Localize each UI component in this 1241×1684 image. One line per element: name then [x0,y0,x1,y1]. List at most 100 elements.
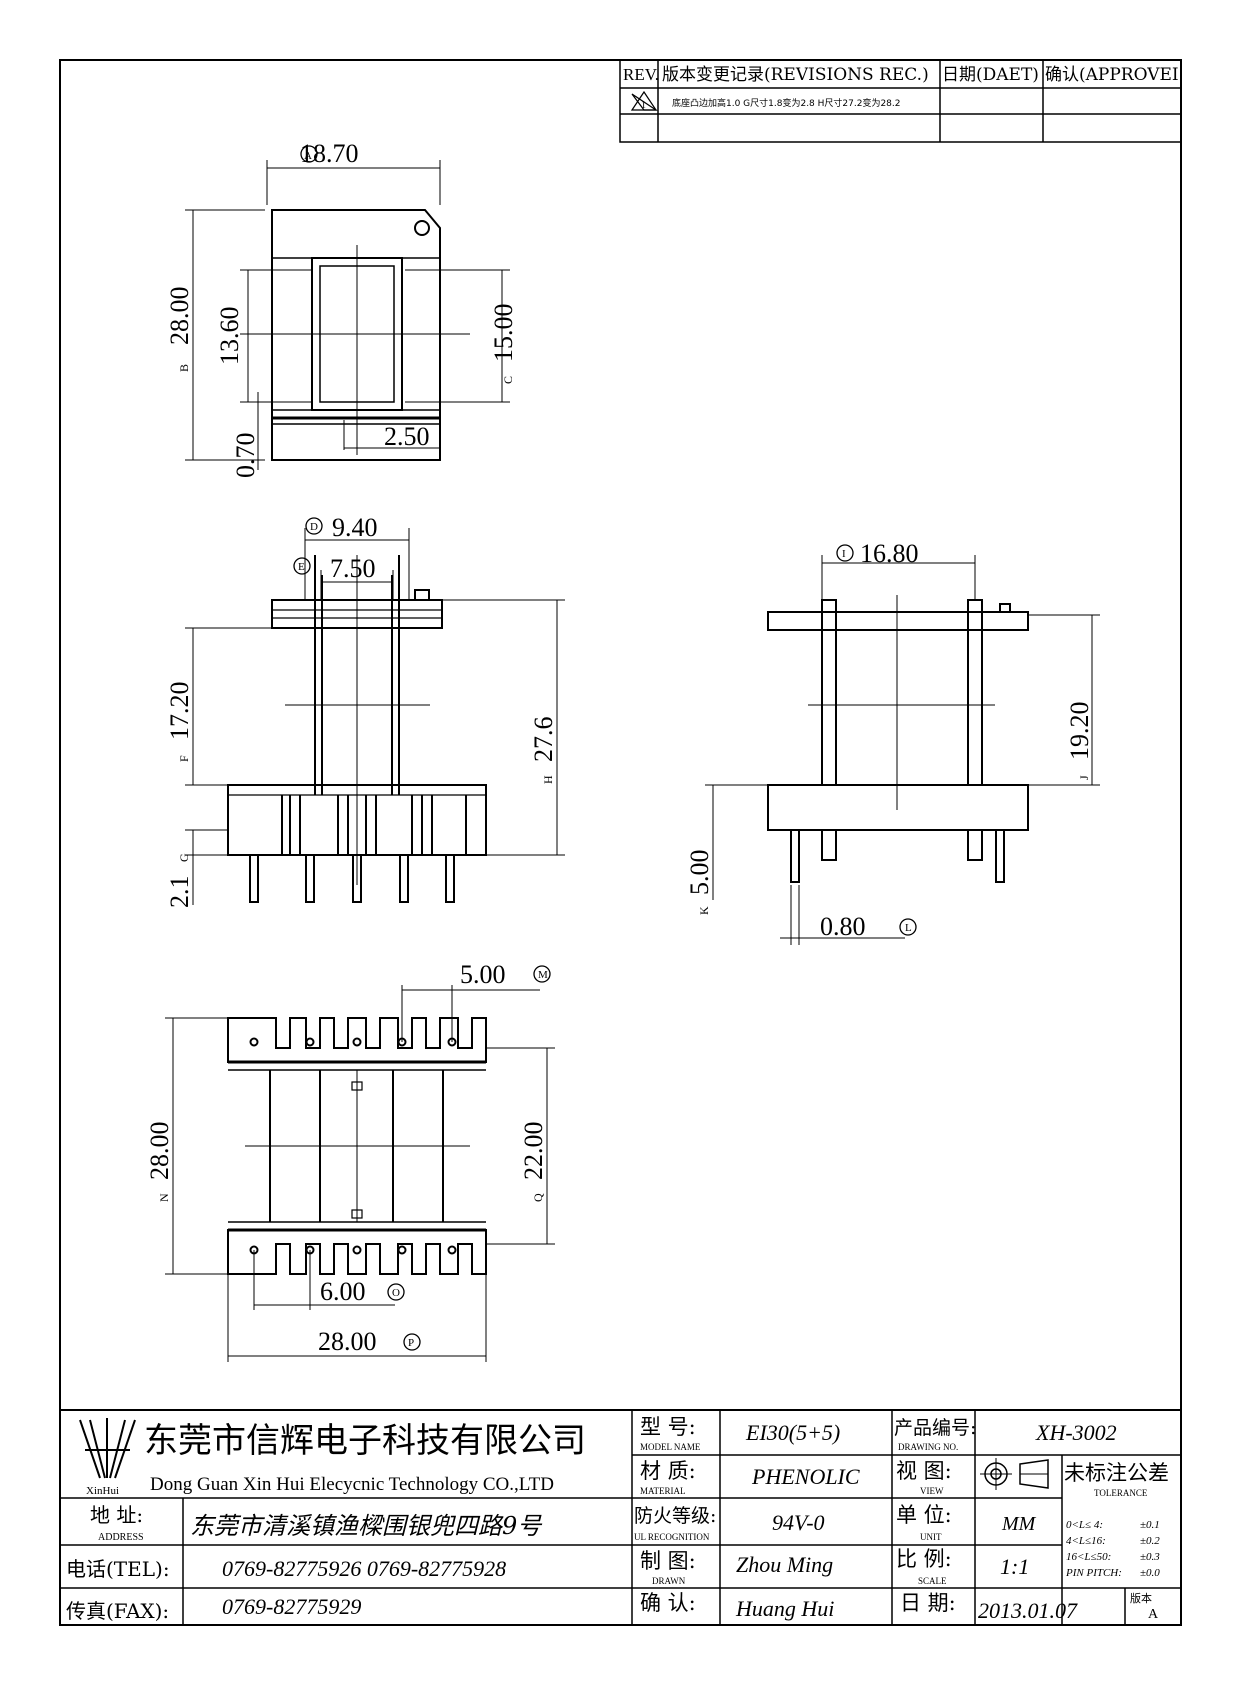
revision-record-header: 版本变更记录(REVISIONS REC.) [662,65,929,85]
tel-label: 电话(TEL): [66,1557,170,1581]
dim-Q-value: 22.00 [519,1122,548,1181]
dim-M-value: 5.00 [460,960,506,989]
dim-B-label: B [177,364,191,372]
title-block-grid [60,1409,1181,1625]
dim-P-value: 28.00 [318,1327,377,1356]
dim-I-label: I [842,548,846,560]
model-label-en: MODEL NAME [640,1442,701,1452]
dim-G-label: G [177,853,191,862]
dim-P-circle-icon [403,1333,421,1351]
dim-M-label: M [538,969,548,981]
dim-O-value: 6.00 [320,1277,366,1306]
dim-D-label: D [310,521,318,533]
drawing-no-label-en: DRAWING NO. [898,1442,958,1452]
dim-O-circle-icon [387,1283,405,1301]
dim-F-value: 17.20 [165,682,194,741]
material-label-en: MATERIAL [640,1486,686,1496]
unit-value: MM [1001,1513,1037,1535]
side-view [705,555,1100,945]
dim-I-value: 16.80 [860,539,919,568]
company-name-cn: 东莞市信辉电子科技有限公司 [144,1421,586,1461]
ul-label-cn: 防火等级: [634,1505,716,1527]
dim-D-circle-icon [305,517,323,535]
check-value: Huang Hui [735,1596,834,1621]
unit-label-en: UNIT [920,1532,942,1542]
tolerance-value-2: ±0.2 [1140,1535,1160,1547]
dim-C-value: 15.00 [489,304,518,363]
tolerance-range-1: 0<L≤ 4: [1066,1519,1103,1531]
tolerance-range-2: 4<L≤16: [1066,1535,1106,1547]
dim-0-70: 0.70 [231,433,260,479]
tolerance-label-en: TOLERANCE [1094,1488,1148,1498]
dim-A-label: A [304,150,312,162]
fax-value: 0769-82775929 [222,1594,361,1619]
dim-H-value: 27.6 [529,717,558,763]
dim-J-label: J [1077,775,1091,780]
address-label-en: ADDRESS [98,1532,144,1543]
tolerance-range-3: 16<L≤50: [1066,1551,1111,1563]
tolerance-value-1: ±0.1 [1140,1519,1160,1531]
version-label: 版本 [1130,1591,1152,1605]
dim-D-value: 9.40 [332,513,378,542]
dim-Q-label: Q [531,1193,545,1202]
revision-description: 底座凸边加高1.0 G尺寸1.8变为2.8 H尺寸27.2变为28.2 [672,97,900,109]
tolerance-range-4: PIN PITCH: [1065,1567,1122,1579]
dim-B-value: 28.00 [165,287,194,346]
dim-F-label: F [177,755,191,762]
revision-number: 1 [641,100,646,111]
dim-2-50: 2.50 [384,422,430,451]
drawn-label-en: DRAWN [652,1576,686,1586]
dim-H-label: H [541,775,555,784]
dim-N-value: 28.00 [145,1122,174,1181]
dim-13-60: 13.60 [215,307,244,366]
bottom-view [165,985,555,1362]
drawn-label-cn: 制 图: [640,1549,696,1573]
dim-E-circle-icon [293,557,311,575]
dim-L-circle-icon [899,918,917,936]
ul-value: 94V-0 [772,1510,825,1535]
tolerance-value-4: ±0.0 [1140,1567,1160,1579]
rev-header: REV. [623,65,659,84]
dim-K-label: K [697,906,711,915]
front-view [185,528,565,905]
date-value: 2013.01.07 [978,1598,1078,1623]
dim-M-circle-icon [533,965,551,983]
dim-P-label: P [408,1337,414,1349]
dim-J-value: 19.20 [1065,702,1094,761]
fax-label: 传真(FAX): [66,1599,169,1623]
model-value: EI30(5+5) [745,1420,840,1445]
view-label-en: VIEW [920,1486,944,1496]
dim-E-value: 7.50 [330,554,376,583]
ul-label-en: UL RECOGNITION [634,1532,710,1542]
tolerance-label-cn: 未标注公差 [1064,1461,1169,1485]
dim-K-value: 5.00 [685,850,714,896]
projection-symbol-icon [980,1458,1049,1490]
top-view [185,160,510,470]
dim-C-label: C [501,376,515,384]
scale-label-cn: 比 例: [896,1547,952,1571]
dim-A-circle-icon [300,145,318,163]
company-logo [79,1418,136,1479]
address-value: 东莞市清溪镇渔樑围银兜四路9号 [190,1512,543,1540]
dim-A-value: 18.70 [300,139,359,168]
revision-triangle-outline [630,90,658,111]
tolerance-value-3: ±0.3 [1140,1551,1160,1563]
drawn-value: Zhou Ming [736,1552,833,1577]
logo-text: XinHui [86,1485,119,1497]
company-name-en: Dong Guan Xin Hui Elecycnic Technology C… [150,1474,554,1495]
dim-I-circle-icon [836,544,854,562]
version-value: A [1148,1607,1159,1622]
drawing-no-label-cn: 产品编号: [894,1417,976,1439]
material-value: PHENOLIC [751,1464,860,1489]
dim-L-label: L [905,922,912,934]
date-label-cn: 日 期: [900,1591,956,1615]
view-label-cn: 视 图: [896,1459,952,1483]
dim-N-label: N [157,1193,171,1202]
dim-O-label: O [392,1287,400,1299]
date-header: 日期(DAET) [942,65,1039,85]
approve-header: 确认(APPROVEI [1045,65,1179,85]
address-label-cn: 地 址: [90,1503,143,1527]
tel-value: 0769-82775926 0769-82775928 [222,1556,506,1581]
check-label-cn: 确 认: [640,1591,696,1615]
